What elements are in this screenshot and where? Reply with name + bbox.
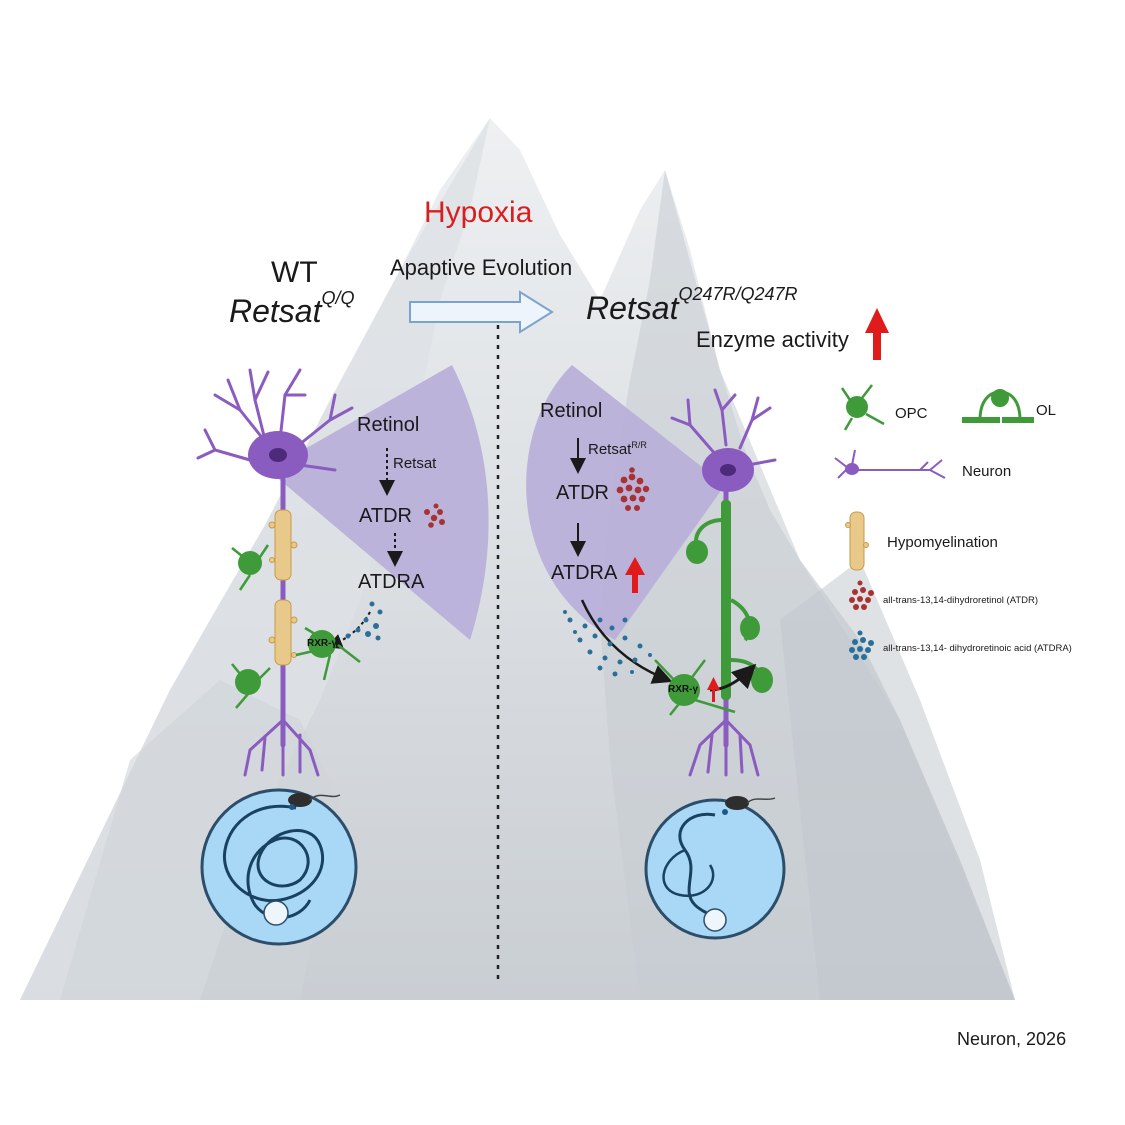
- left-atdra-label: ATDRA: [358, 571, 425, 593]
- right-rxr-label: RXR-γ: [668, 684, 699, 695]
- left-retsat-enzyme-label: Retsat: [393, 455, 437, 472]
- left-opc-cells: [231, 544, 361, 709]
- hypoxia-label: Hypoxia: [424, 196, 533, 229]
- left-genotype-retsat: RetsatQ/Q: [229, 288, 355, 329]
- right-atdra-dots: [563, 610, 652, 677]
- enzyme-activity-label: Enzyme activity: [696, 327, 849, 352]
- left-maze: [200, 788, 358, 946]
- legend-neuron-label: Neuron: [962, 463, 1012, 480]
- left-pathway-wedge: [268, 365, 489, 640]
- right-pathway-arrows: [570, 438, 673, 684]
- legend-hypomyelination-label: Hypomyelination: [887, 534, 998, 551]
- right-retsat-enzyme-label: RetsatR/R: [588, 440, 647, 458]
- mountain-background: [20, 118, 1015, 1000]
- left-neuron-nucleus: [269, 448, 287, 462]
- right-genotype-retsat: RetsatQ247R/Q247R: [586, 284, 798, 326]
- left-hypomyelination: [268, 509, 298, 666]
- left-retinol-label: Retinol: [357, 414, 420, 436]
- rxr-up-arrow: [707, 677, 720, 702]
- legend-atdr-label: all-trans-13,14-dihydroretinol (ATDR): [883, 595, 1039, 606]
- right-opc-cell: [654, 659, 736, 716]
- right-atdr-dots: [616, 467, 650, 511]
- right-maze: [644, 796, 786, 940]
- legend-ol-icon: [962, 389, 1034, 423]
- right-retinol-label: Retinol: [540, 400, 603, 422]
- left-genotype-wt: WT: [271, 256, 318, 289]
- citation: Neuron, 2026: [957, 1029, 1067, 1049]
- legend-hypomyelination-icon: [845, 511, 869, 571]
- legend-ol-label: OL: [1036, 402, 1057, 419]
- right-myelin: [686, 500, 773, 700]
- adaptive-evolution-label: Apaptive Evolution: [390, 255, 573, 280]
- legend-opc-icon: [840, 384, 885, 431]
- left-atdr-dots: [424, 503, 445, 528]
- right-neuron-nucleus: [720, 464, 736, 476]
- left-atdra-dots: [345, 601, 383, 641]
- legend-atdra-label: all-trans-13,14- dihydroretinoic acid (A…: [883, 643, 1072, 654]
- right-atdr-label: ATDR: [556, 482, 609, 504]
- right-atdra-label: ATDRA: [551, 562, 618, 584]
- enzyme-up-arrow: [865, 308, 889, 360]
- evolution-arrow: [409, 290, 554, 334]
- legend-opc-label: OPC: [895, 405, 928, 422]
- left-atdr-label: ATDR: [359, 505, 412, 527]
- legend-neuron-icon: [834, 449, 946, 479]
- legend-atdra-dots: [849, 630, 874, 660]
- right-pathway-wedge: [526, 365, 725, 640]
- left-rxr-label: RXR-γ: [307, 638, 338, 649]
- legend-atdr-dots: [849, 580, 874, 610]
- atdra-up-arrow: [625, 557, 645, 593]
